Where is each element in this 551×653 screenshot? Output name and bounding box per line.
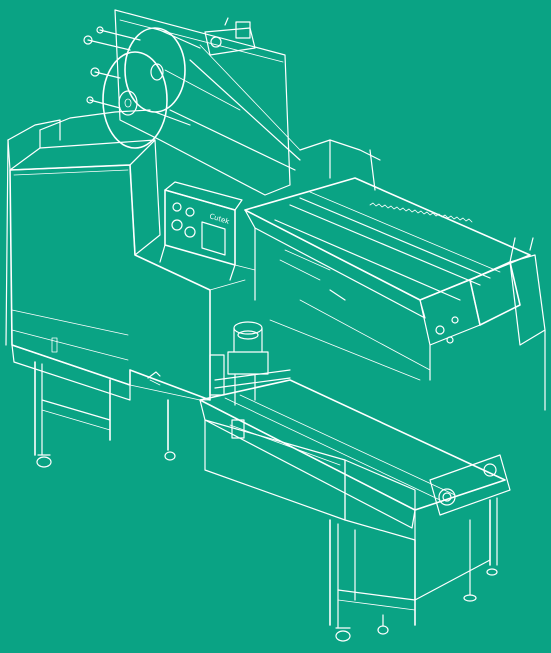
motor-housing	[204, 27, 256, 56]
control-panel: Cutek	[159, 181, 243, 281]
control-button	[185, 207, 195, 217]
leveling-foot	[486, 568, 498, 576]
door-handle	[51, 337, 58, 353]
film-reel-disc	[102, 51, 168, 149]
control-button	[172, 202, 182, 212]
seal-head-assembly	[209, 321, 291, 406]
feed-conveyor-upper	[244, 139, 546, 411]
outfeed-motor	[429, 454, 511, 516]
control-knob	[184, 226, 196, 238]
machine-base-frame	[34, 361, 498, 642]
caster-wheel	[36, 454, 52, 468]
control-panel-label: Cutek	[208, 212, 231, 226]
outfeed-conveyor	[199, 379, 511, 541]
caster-wheel	[377, 614, 389, 635]
film-reel-assembly	[83, 9, 301, 196]
caster-wheel	[335, 627, 351, 642]
control-knob	[171, 219, 183, 231]
machine-main-body	[5, 109, 211, 401]
leveling-foot	[463, 569, 477, 602]
conveyor-rack-teeth	[369, 202, 473, 223]
caster-wheel	[164, 451, 176, 461]
control-screen	[201, 221, 226, 256]
upper-reel-disc	[124, 27, 186, 113]
detail-lines	[129, 249, 346, 401]
